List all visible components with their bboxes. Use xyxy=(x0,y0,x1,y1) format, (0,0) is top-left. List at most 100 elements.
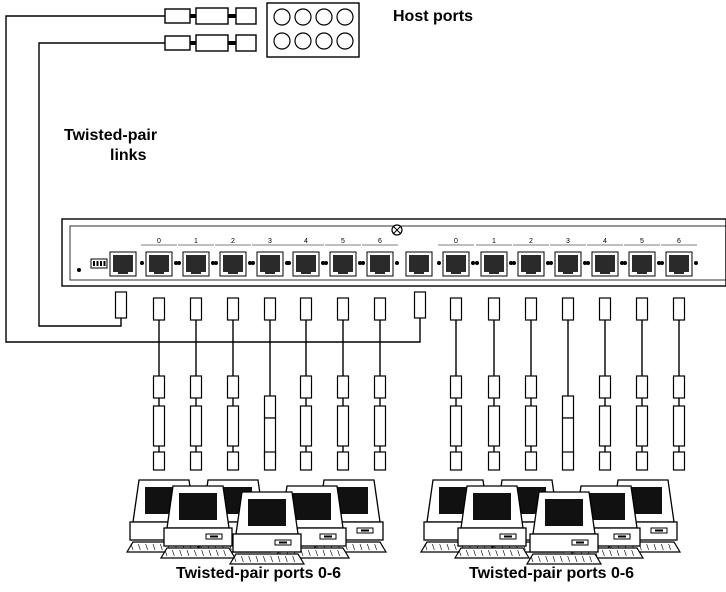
drop-terminal-plug xyxy=(189,451,203,471)
right-port-5 xyxy=(628,251,656,277)
drop-coupler xyxy=(152,375,166,399)
status-led xyxy=(586,261,590,265)
drop-adapter xyxy=(672,405,686,447)
right-port-2 xyxy=(517,251,545,277)
workstations xyxy=(125,479,682,565)
status-led xyxy=(549,261,553,265)
keyboard-key xyxy=(473,549,476,557)
disk-slot xyxy=(618,535,626,538)
host-port-circle-icon xyxy=(315,32,333,50)
host-port-circle-icon xyxy=(315,8,333,26)
drop-cable-5 xyxy=(336,297,350,471)
host-ports-block xyxy=(164,2,360,58)
status-led xyxy=(546,261,550,265)
drop-coupler xyxy=(373,375,387,399)
rj45-jack xyxy=(186,255,206,272)
keyboard-key xyxy=(545,555,548,563)
drop-adapter xyxy=(524,405,538,447)
keyboard-key xyxy=(248,555,251,563)
keyboard-key xyxy=(201,549,204,557)
port-number-label: 0 xyxy=(454,238,458,245)
host-port-circle-icon xyxy=(273,32,291,50)
left-port-1 xyxy=(182,251,210,277)
keyboard xyxy=(228,553,306,565)
dip-switch-toggle xyxy=(96,261,99,266)
keyboard-key xyxy=(454,543,457,551)
adapter-plug xyxy=(164,35,191,51)
rj45-jack xyxy=(370,255,390,272)
drop-cable-9 xyxy=(524,297,538,471)
rj45-key xyxy=(375,271,385,274)
host-ports-label: Host ports xyxy=(393,8,473,25)
keyboard-key xyxy=(661,543,664,551)
keyboard xyxy=(525,553,603,565)
port-number-label: 5 xyxy=(640,238,644,245)
keyboard-key xyxy=(502,549,506,557)
disk-slot xyxy=(504,535,512,538)
rj45-key xyxy=(451,271,461,274)
drop-terminal-plug xyxy=(672,451,686,471)
port-number-label: 4 xyxy=(304,238,308,245)
drop-plug xyxy=(373,297,387,321)
drop-plug xyxy=(449,297,463,321)
port-number-label: 6 xyxy=(378,238,382,245)
port-number-label: 0 xyxy=(157,238,161,245)
screen xyxy=(587,493,625,520)
port-number-label: 1 xyxy=(194,238,198,245)
rj45-key xyxy=(154,271,164,274)
status-led xyxy=(509,261,513,265)
status-led xyxy=(437,261,441,265)
drop-coupler xyxy=(336,375,350,399)
drop-terminal-plug xyxy=(449,451,463,471)
keyboard-key xyxy=(263,555,266,563)
ports-right-label: Twisted-pair ports 0-6 xyxy=(469,565,635,582)
disk-slot xyxy=(324,535,332,538)
keyboard-key xyxy=(308,549,311,557)
computer-terminal-icon xyxy=(453,485,531,559)
left-port-2 xyxy=(219,251,247,277)
keyboard-key xyxy=(179,549,182,557)
status-led xyxy=(248,261,252,265)
drop-plug xyxy=(189,297,203,321)
status-led xyxy=(395,261,399,265)
drop-terminal-plug xyxy=(299,451,313,471)
rj45-key xyxy=(600,271,610,274)
disk-slot xyxy=(361,529,369,532)
drop-terminal-plug xyxy=(635,451,649,471)
right-port-6 xyxy=(665,251,693,277)
keyboard-key xyxy=(337,549,340,557)
status-led xyxy=(475,261,479,265)
keyboard-key xyxy=(646,543,649,551)
twisted-pair-links-label-line2: links xyxy=(110,147,147,164)
keyboard-key xyxy=(216,549,219,557)
power-symbol-icon xyxy=(391,224,403,236)
drop-terminal-plug xyxy=(152,451,166,471)
rj45-key xyxy=(118,271,128,274)
keyboard-key xyxy=(567,555,570,563)
drop-adapter xyxy=(189,405,203,447)
keyboard xyxy=(453,547,531,559)
rj45-key xyxy=(414,271,424,274)
rj45-jack xyxy=(333,255,353,272)
dip-switch xyxy=(90,258,108,269)
port-drop-cables xyxy=(114,291,686,471)
drop-coupler xyxy=(635,375,649,399)
rj45-jack xyxy=(632,255,652,272)
keyboard-key xyxy=(277,555,281,563)
status-led xyxy=(321,261,325,265)
keyboard-key xyxy=(624,549,627,557)
status-led xyxy=(287,261,291,265)
drop-plug xyxy=(226,297,240,321)
switch-front-panel: Left Link Right Link Line Sync Parity Er… xyxy=(61,218,726,287)
keyboard-key xyxy=(130,543,134,551)
host-link-cable-left xyxy=(38,42,165,327)
power-led xyxy=(77,268,81,272)
left-port-0 xyxy=(145,251,173,277)
keyboard-key xyxy=(538,555,541,563)
keyboard-key xyxy=(517,549,520,557)
drop-adapter xyxy=(336,405,350,447)
left-port-5 xyxy=(329,251,357,277)
disk-slot xyxy=(576,541,584,544)
keyboard-key xyxy=(560,555,563,563)
keyboard-key xyxy=(446,543,450,551)
